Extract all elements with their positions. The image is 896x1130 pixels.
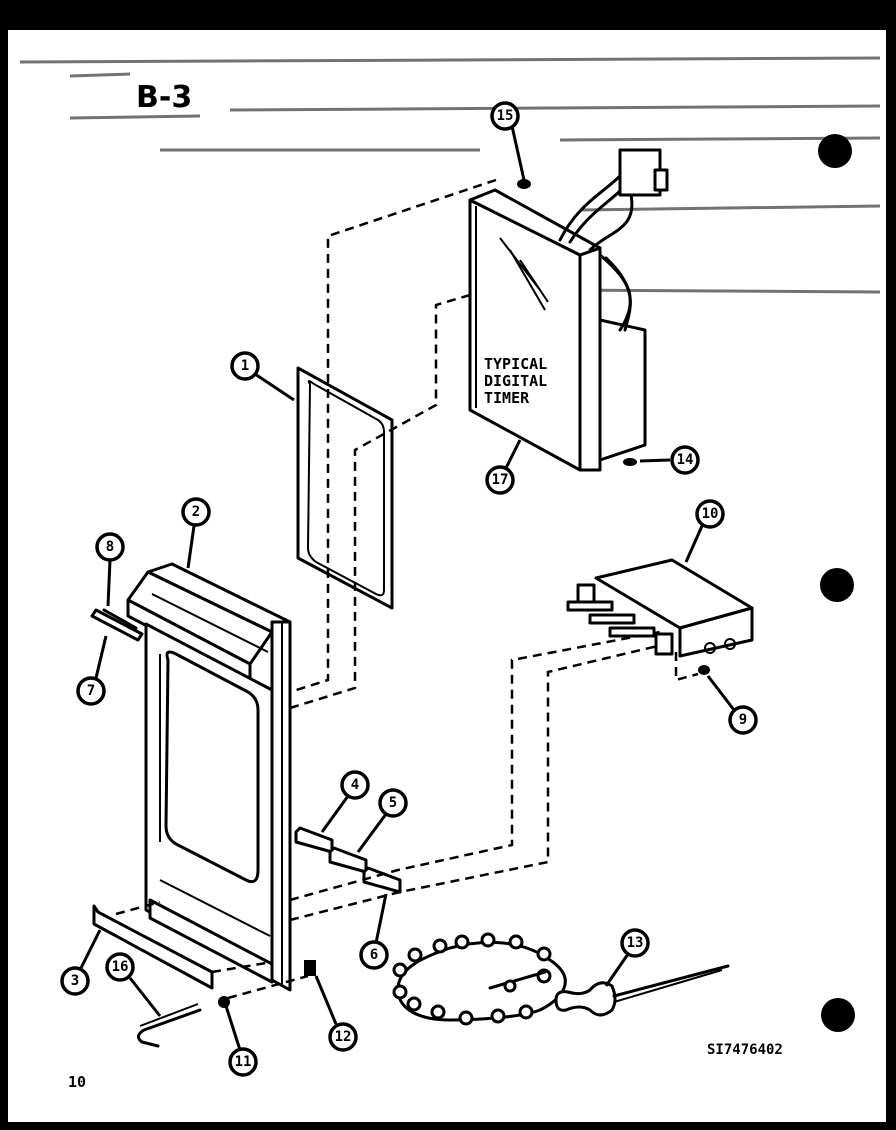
callout-10[interactable]: 10 xyxy=(684,499,725,563)
svg-text:6: 6 xyxy=(370,947,378,963)
trim-strip-7 xyxy=(90,608,144,642)
callout-2[interactable]: 2 xyxy=(181,497,211,569)
page-number: 10 xyxy=(68,1073,86,1091)
callout-11[interactable]: 11 xyxy=(224,1005,258,1077)
svg-text:2: 2 xyxy=(192,504,200,520)
scan-noise xyxy=(19,56,881,294)
window-gasket-part xyxy=(296,366,394,610)
svg-text:3: 3 xyxy=(71,973,79,989)
svg-text:7: 7 xyxy=(87,683,95,699)
timer-label-line-1: TYPICAL xyxy=(484,355,547,373)
callout-1[interactable]: 1 xyxy=(230,351,295,402)
callout-6[interactable]: 6 xyxy=(359,893,389,970)
svg-text:13: 13 xyxy=(627,935,644,951)
screw-11-icon xyxy=(218,996,230,1008)
bottom-trim-part xyxy=(92,904,214,990)
spacer-blocks xyxy=(294,826,402,894)
callout-12[interactable]: 12 xyxy=(314,975,358,1052)
callout-8[interactable]: 8 xyxy=(95,532,125,607)
clip-12-icon xyxy=(304,960,316,976)
callout-13[interactable]: 13 xyxy=(604,928,650,987)
callout-3[interactable]: 3 xyxy=(60,929,102,996)
svg-text:15: 15 xyxy=(497,108,514,124)
svg-text:17: 17 xyxy=(492,472,509,488)
svg-text:11: 11 xyxy=(235,1054,252,1070)
hole-punch-middle xyxy=(820,568,854,602)
svg-text:16: 16 xyxy=(112,959,129,975)
callout-17[interactable]: 17 xyxy=(485,439,522,495)
callout-16[interactable]: 16 xyxy=(105,952,162,1017)
switch-assembly-part xyxy=(566,558,754,658)
callout-9[interactable]: 9 xyxy=(706,675,758,735)
callout-7[interactable]: 7 xyxy=(76,635,108,706)
hole-punch-bottom xyxy=(821,998,855,1032)
hole-punch-top xyxy=(818,134,852,168)
callout-5[interactable]: 5 xyxy=(356,788,408,853)
callout-4[interactable]: 4 xyxy=(320,770,370,833)
svg-text:10: 10 xyxy=(702,506,719,522)
svg-text:8: 8 xyxy=(106,539,114,555)
hex-key-icon xyxy=(137,1008,202,1048)
timer-label-line-2: DIGITAL xyxy=(484,372,547,390)
svg-text:5: 5 xyxy=(389,795,397,811)
screw-14-icon xyxy=(623,458,637,466)
temperature-probe-part xyxy=(392,932,730,1026)
screw-9-icon xyxy=(698,665,710,675)
drawing-code: SI7476402 xyxy=(707,1042,783,1058)
svg-text:12: 12 xyxy=(335,1029,352,1045)
digital-timer-part: TYPICAL DIGITAL TIMER xyxy=(468,148,669,472)
section-label: B-3 xyxy=(136,80,192,115)
timer-label-line-3: TIMER xyxy=(484,389,530,407)
screw-15-icon xyxy=(517,179,531,189)
trim-insert-8 xyxy=(102,608,138,630)
control-panel-frame-part xyxy=(126,562,292,992)
callout-15[interactable]: 15 xyxy=(490,101,526,181)
svg-text:9: 9 xyxy=(739,712,747,728)
svg-text:4: 4 xyxy=(351,777,359,793)
svg-text:1: 1 xyxy=(241,358,249,374)
callout-14[interactable]: 14 xyxy=(639,445,700,475)
svg-text:14: 14 xyxy=(677,452,694,468)
